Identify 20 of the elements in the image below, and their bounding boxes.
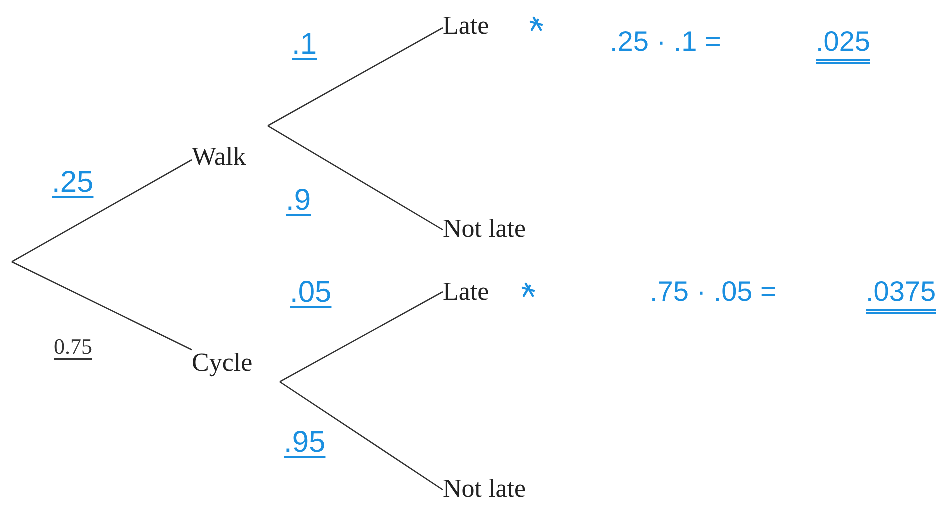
probability-label: .05 xyxy=(290,278,332,308)
outcome-label: Not late xyxy=(443,216,526,242)
outcome-label: Walk xyxy=(192,144,246,170)
calculation-text: .75 · .05 = xyxy=(650,278,777,306)
probability-label: .95 xyxy=(284,428,326,458)
probability-label: .1 xyxy=(292,30,318,60)
branch-line xyxy=(280,291,444,383)
branch-line xyxy=(268,125,444,231)
branch-line xyxy=(268,27,444,127)
probability-label: 0.75 xyxy=(54,336,92,358)
outcome-label: Late xyxy=(443,13,490,39)
probability-label: .9 xyxy=(286,186,312,216)
calculation-text: .25 · .1 = xyxy=(610,28,722,56)
branch-line xyxy=(280,381,444,491)
branch-line xyxy=(12,261,192,351)
outcome-label: Cycle xyxy=(192,350,253,376)
probability-label: .25 xyxy=(52,168,94,198)
outcome-label: Not late xyxy=(443,476,526,502)
outcome-label: Late xyxy=(443,279,490,305)
branch-line xyxy=(12,159,192,263)
